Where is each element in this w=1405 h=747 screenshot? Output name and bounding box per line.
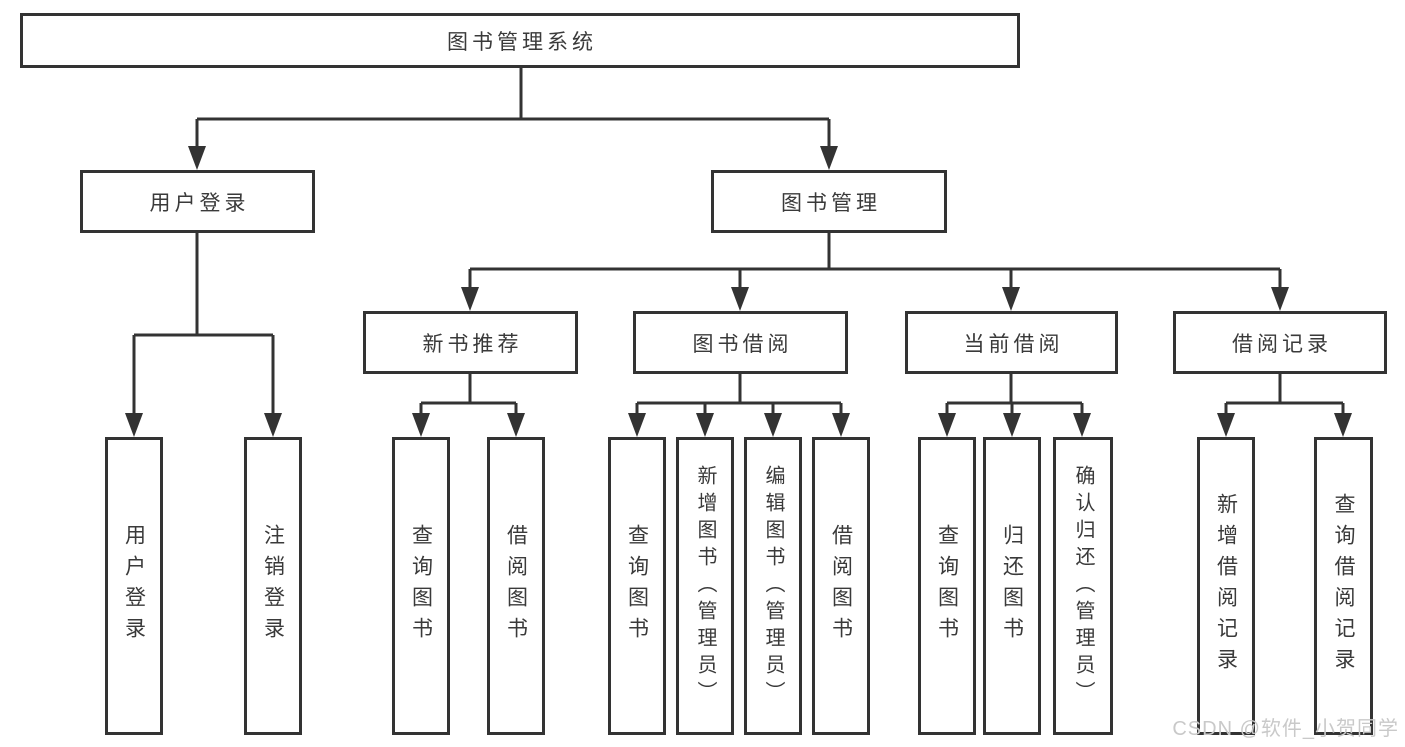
connector-current-to-leaves [945, 373, 1084, 415]
node-book-borrow: 图书借阅 [633, 311, 848, 374]
leaf-query-books-current: 查询图书 [918, 437, 976, 735]
leaf-query-books-recommend: 查询图书 [392, 437, 450, 735]
leaf-query-borrow-record: 查询借阅记录 [1314, 437, 1373, 735]
leaf-confirm-return-admin: 确认归还（管理员） [1053, 437, 1113, 735]
node-borrow-records: 借阅记录 [1173, 311, 1387, 374]
leaf-edit-book-admin: 编辑图书（管理员） [744, 437, 802, 735]
connector-records-to-leaves [1224, 373, 1345, 415]
node-user-login: 用户登录 [80, 170, 315, 233]
arrowheads [125, 146, 1352, 437]
leaf-add-borrow-record: 新增借阅记录 [1197, 437, 1255, 735]
node-current-borrow: 当前借阅 [905, 311, 1118, 374]
connector-newbook-to-leaves [419, 373, 518, 415]
connector-borrow-to-leaves [635, 373, 843, 415]
node-book-management-system: 图书管理系统 [20, 13, 1020, 68]
csdn-watermark: CSDN @软件_小贺同学 [1172, 718, 1399, 740]
leaf-add-book-admin: 新增图书（管理员） [676, 437, 734, 735]
connector-root-to-level2 [195, 67, 831, 148]
node-book-management: 图书管理 [711, 170, 947, 233]
node-new-book-recommend: 新书推荐 [363, 311, 578, 374]
connector-bookmgmt-to-level3 [468, 232, 1282, 289]
leaf-return-book: 归还图书 [983, 437, 1041, 735]
connector-userlogin-to-leaves [132, 232, 275, 415]
leaf-query-books-borrow: 查询图书 [608, 437, 666, 735]
leaf-logout: 注销登录 [244, 437, 302, 735]
leaf-user-login: 用户登录 [105, 437, 163, 735]
leaf-borrow-books-recommend: 借阅图书 [487, 437, 545, 735]
leaf-borrow-books: 借阅图书 [812, 437, 870, 735]
